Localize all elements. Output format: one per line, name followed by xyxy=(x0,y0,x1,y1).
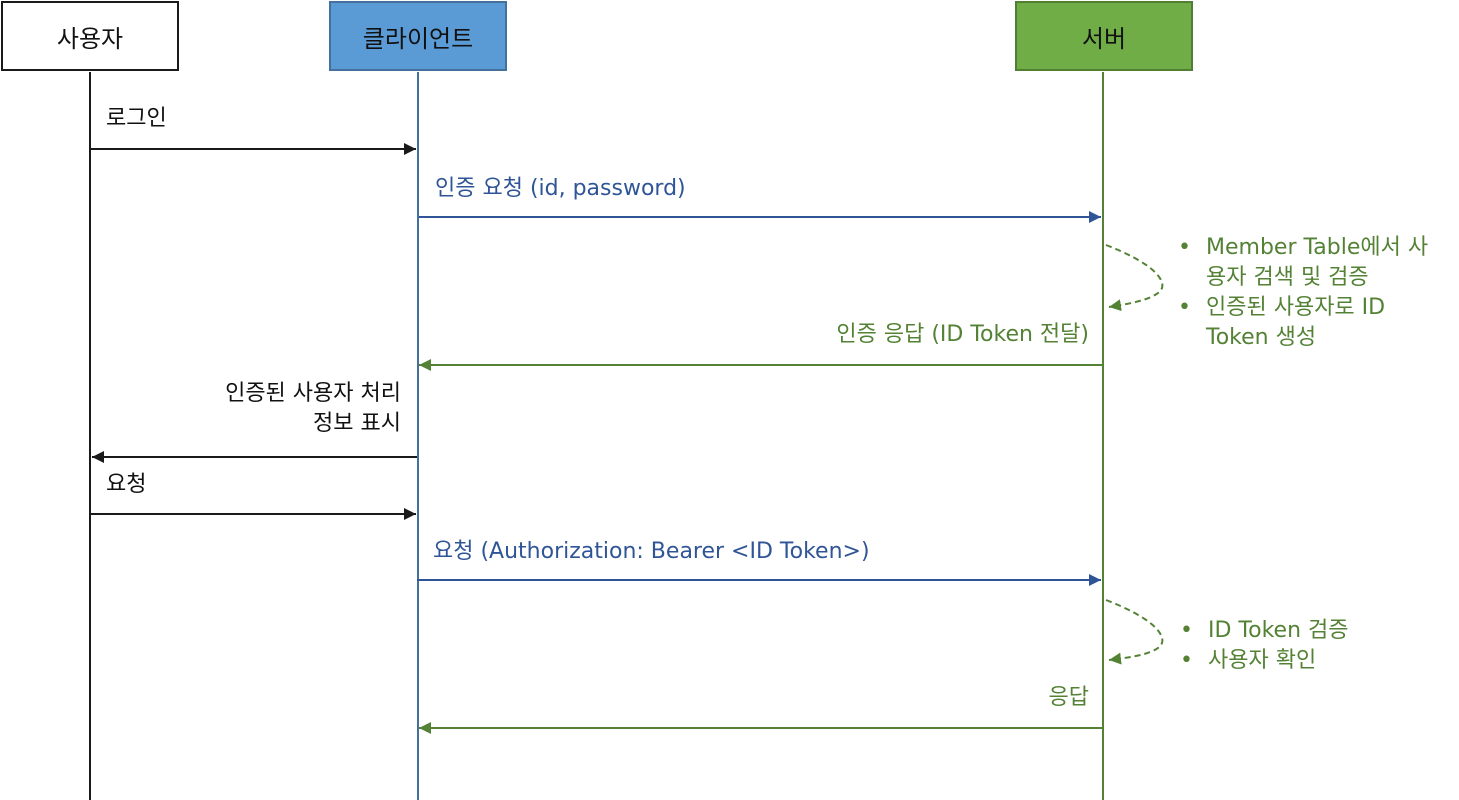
note-item: 사용자 확인 xyxy=(1178,646,1438,676)
message-auth-request-label: 인증 요청 (id, password) xyxy=(435,176,686,201)
actor-client: 클라이언트 xyxy=(329,1,507,71)
server-note-1: Member Table에서 사용자 검색 및 검증 인증된 사용자로 ID T… xyxy=(1176,233,1434,353)
message-response-label: 응답 xyxy=(1048,685,1089,710)
actor-user-label: 사용자 xyxy=(56,24,124,53)
note-item: Member Table에서 사용자 검색 및 검증 xyxy=(1176,233,1434,293)
message-display-label-line1: 인증된 사용자 처리 xyxy=(225,381,401,406)
arrow-self-verify-1 xyxy=(1105,244,1164,312)
actor-server-label: 서버 xyxy=(1081,24,1127,53)
message-login-label: 로그인 xyxy=(106,106,167,131)
actor-user: 사용자 xyxy=(1,1,179,71)
note-item: ID Token 검증 xyxy=(1178,616,1438,646)
note-item: 인증된 사용자로 ID Token 생성 xyxy=(1176,293,1434,353)
message-display-label-line2: 정보 표시 xyxy=(313,411,401,436)
actor-server: 서버 xyxy=(1015,1,1193,71)
arrow-self-verify-2 xyxy=(1105,599,1164,665)
actor-client-label: 클라이언트 xyxy=(362,24,474,53)
message-request-label: 요청 xyxy=(106,472,147,497)
message-auth-response-label: 인증 응답 (ID Token 전달) xyxy=(836,322,1089,347)
server-note-2: ID Token 검증 사용자 확인 xyxy=(1178,616,1438,676)
message-bearer-request-label: 요청 (Authorization: Bearer <ID Token>) xyxy=(433,539,870,564)
